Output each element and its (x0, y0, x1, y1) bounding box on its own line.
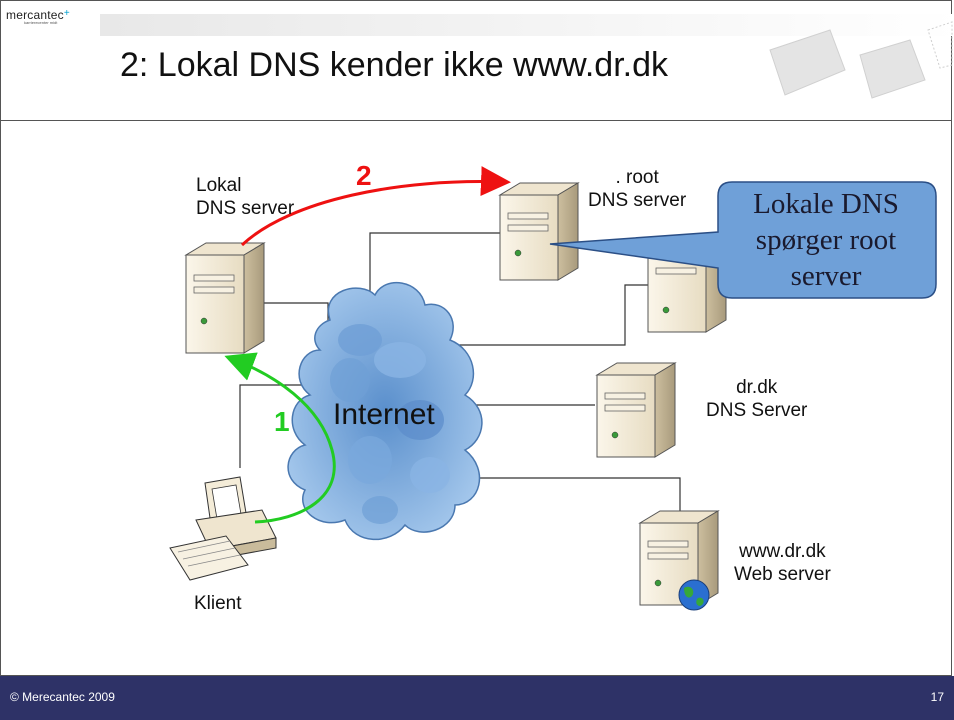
client-computer (169, 476, 277, 581)
footer-copyright: © Merecantec 2009 (10, 690, 115, 704)
www-label-line-2: Web server (734, 564, 831, 585)
callout-bubble (549, 181, 937, 299)
root-label-line-1: . root (615, 167, 659, 188)
klient-label: Klient (194, 593, 242, 614)
drdk-label-line-1: dr.dk (736, 377, 778, 398)
globe-icon (678, 579, 710, 611)
page-number: 17 (930, 690, 944, 704)
decorative-tiles (769, 21, 953, 99)
internet-cloud (287, 281, 483, 541)
step2-number: 2 (356, 160, 372, 191)
callout-line-3: server (790, 260, 862, 292)
step1-arrow (224, 352, 336, 524)
dns-diagram (169, 166, 937, 611)
slide-title: 2: Lokal DNS kender ikke www.dr.dk (120, 46, 669, 84)
lokal-label-line-1: Lokal (196, 175, 242, 196)
lokal-dns-server (184, 242, 266, 354)
root-label-line-2: DNS server (588, 190, 687, 211)
logo-name: mercantec (6, 8, 64, 22)
www-label-line-1: www.dr.dk (739, 541, 826, 562)
lokal-label: Lokal DNS server (196, 174, 294, 220)
lokal-label-line-2: DNS server (196, 198, 295, 219)
root-label: . root DNS server (588, 166, 686, 212)
internet-label: Internet (333, 398, 435, 431)
step1-number: 1 (274, 406, 290, 437)
callout-line-2: spørger root (755, 224, 897, 256)
slide-frame (0, 0, 952, 676)
www-label: www.dr.dk Web server (734, 540, 831, 586)
mercantec-logo: mercantec+ karrierecenter midt (6, 8, 70, 25)
footer-bar: © Merecantec 2009 17 (0, 676, 954, 720)
drdk-label: dr.dk DNS Server (706, 376, 807, 422)
title-divider (0, 120, 952, 121)
drdk-dns-server (595, 362, 677, 458)
logo-subtitle: karrierecenter midt (24, 20, 58, 25)
header-bar (100, 14, 954, 36)
root-dns-server (498, 182, 580, 281)
callout-line-1: Lokale DNS (753, 188, 899, 220)
step2-arrow (240, 166, 511, 247)
callout-text: Lokale DNS spørger root server (726, 186, 926, 294)
drdk-label-line-2: DNS Server (706, 400, 808, 421)
